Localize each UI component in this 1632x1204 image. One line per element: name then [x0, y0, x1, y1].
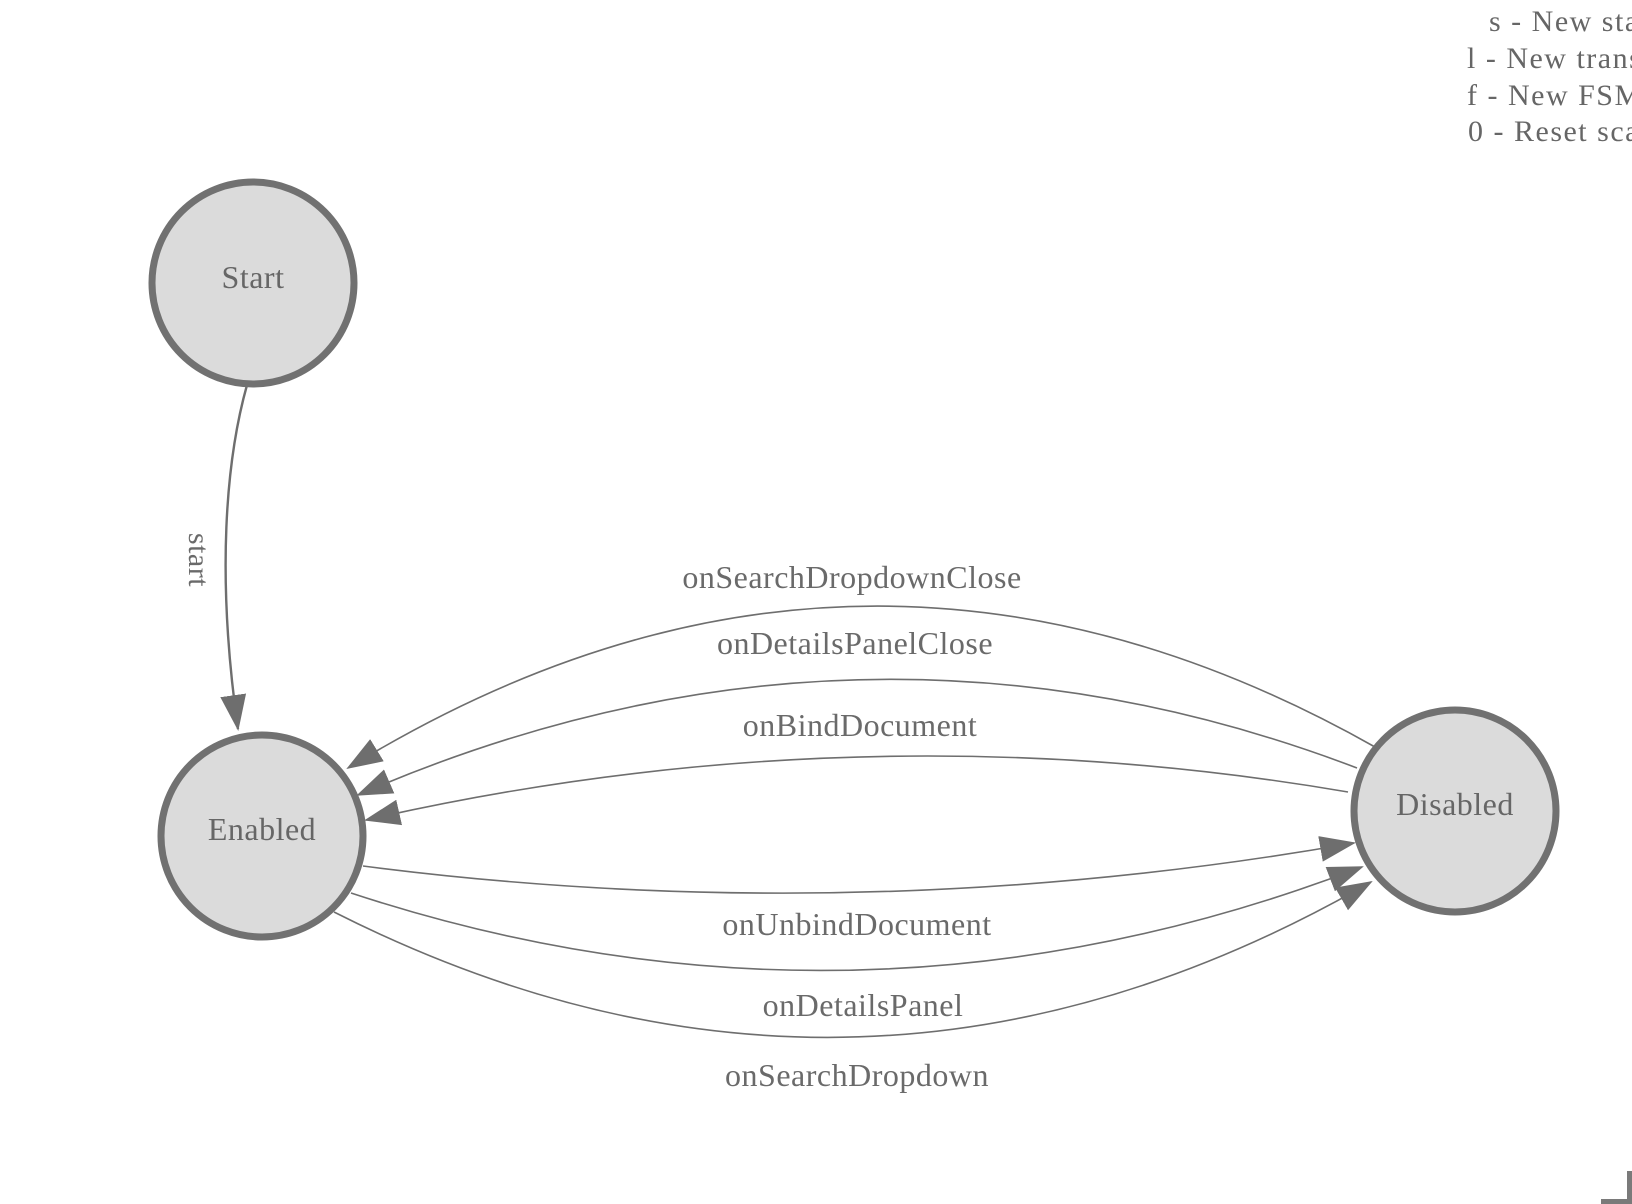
- edge-onBindDocument-path[interactable]: [364, 755, 1349, 826]
- node-disabled-circle[interactable]: [1350, 706, 1560, 916]
- edge-label-onSearchDropdownClose[interactable]: onSearchDropdownClose: [682, 559, 1021, 595]
- edge-onDetailsPanel-path[interactable]: [350, 866, 1364, 972]
- edge-start-to-enabled-path[interactable]: [220, 384, 249, 731]
- edge-label-onSearchDropdown[interactable]: onSearchDropdown: [725, 1057, 989, 1093]
- canvas-corner-border-vertical: [1627, 1171, 1632, 1204]
- node-start: Start: [148, 178, 358, 388]
- edge-label-onDetailsPanelClose[interactable]: onDetailsPanelClose: [717, 625, 993, 661]
- edge-label-start[interactable]: start: [182, 533, 215, 587]
- edge-disabled-to-enabled-group: onSearchDropdownClose onDetailsPanelClos…: [346, 559, 1376, 826]
- edge-label-onBindDocument[interactable]: onBindDocument: [743, 707, 978, 743]
- node-enabled-circle[interactable]: [157, 731, 367, 941]
- edge-onUnbindDocument-path[interactable]: [362, 836, 1356, 894]
- node-enabled-label: Enabled: [208, 811, 316, 847]
- canvas-corner-border-horizontal: [1601, 1199, 1632, 1204]
- node-start-circle[interactable]: [148, 178, 358, 388]
- node-start-label: Start: [222, 259, 285, 295]
- edge-onSearchDropdown-path[interactable]: [333, 881, 1373, 1039]
- node-disabled-label: Disabled: [1396, 786, 1514, 822]
- node-enabled: Enabled: [157, 731, 367, 941]
- edge-start-to-enabled: start: [182, 384, 249, 731]
- edge-label-onDetailsPanel[interactable]: onDetailsPanel: [763, 987, 964, 1023]
- edge-enabled-to-disabled-group: onUnbindDocument onDetailsPanel onSearch…: [333, 836, 1373, 1093]
- edge-onDetailsPanelClose-path[interactable]: [356, 678, 1358, 796]
- node-disabled: Disabled: [1350, 706, 1560, 916]
- edge-onSearchDropdownClose-path[interactable]: [346, 605, 1376, 770]
- edge-label-onUnbindDocument[interactable]: onUnbindDocument: [722, 906, 991, 942]
- canvas-corner-border: [1601, 1171, 1632, 1204]
